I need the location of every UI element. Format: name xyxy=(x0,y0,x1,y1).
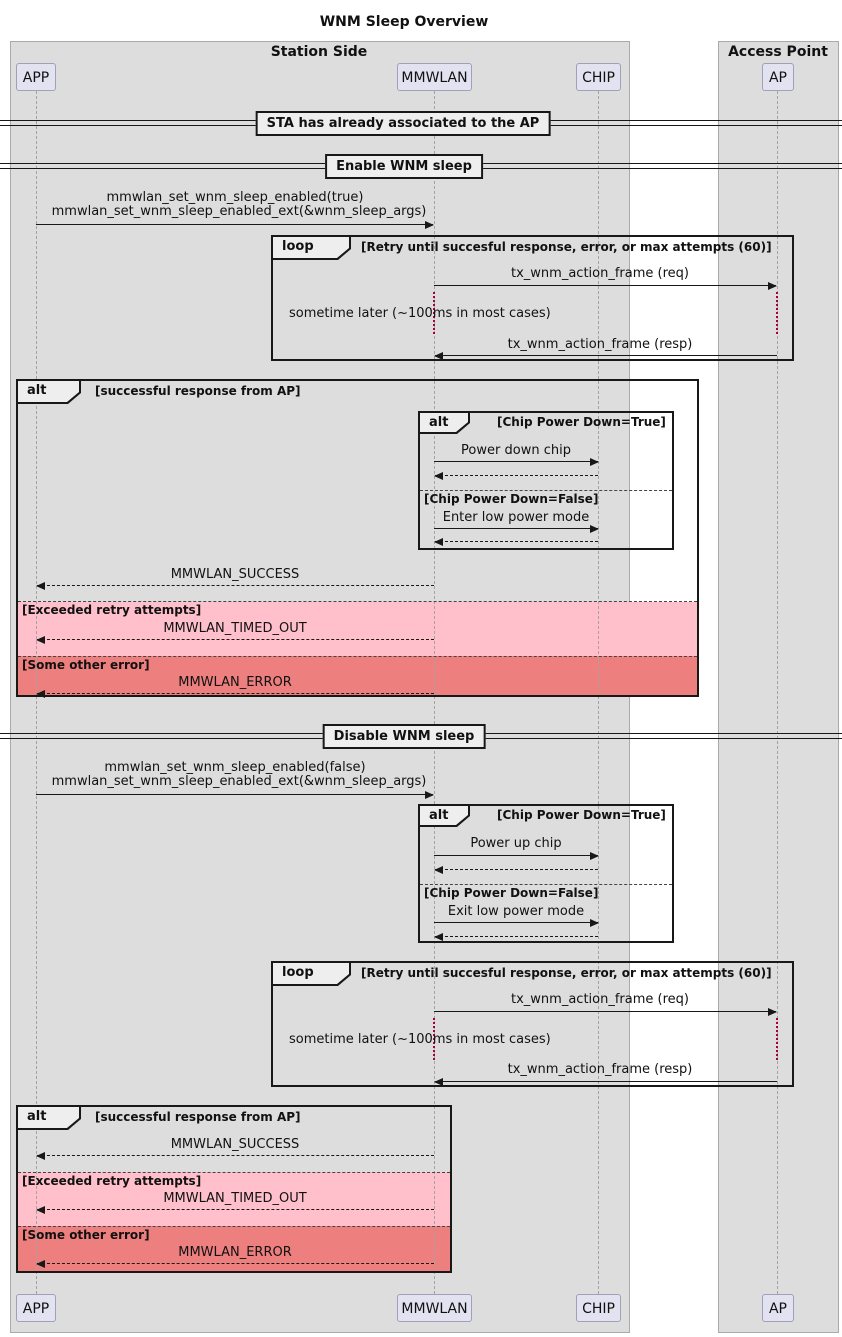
alt-tag: alt xyxy=(420,806,470,827)
alt-condition-chip-false-enable: [Chip Power Down=False] xyxy=(424,492,599,506)
arrow-enter-low-power-return xyxy=(434,537,598,546)
arrow-disable-call xyxy=(36,790,434,799)
alt-divider-chip-false-disable xyxy=(420,884,672,885)
message-success-disable: MMWLAN_SUCCESS xyxy=(170,1137,300,1152)
message-power-down-chip: Power down chip xyxy=(461,443,571,458)
arrow-success-disable xyxy=(36,1151,434,1160)
divider-label-associated: STA has already associated to the AP xyxy=(255,111,551,136)
arrow-exit-low-power-return xyxy=(434,932,598,941)
alt-divider-timeout-enable xyxy=(18,601,697,602)
message-delay-enable: sometime later (~100ms in most cases) xyxy=(289,306,551,321)
participant-ap-top: AP xyxy=(762,63,794,91)
message-error-enable: MMWLAN_ERROR xyxy=(178,675,292,690)
loop-tag: loop xyxy=(273,237,351,260)
access-point-label: Access Point xyxy=(728,44,828,60)
message-tx-req-enable: tx_wnm_action_frame (req) xyxy=(511,266,689,281)
alt-condition-error-enable: [Some other error] xyxy=(22,658,150,672)
message-tx-resp-disable: tx_wnm_action_frame (resp) xyxy=(507,1062,693,1077)
arrow-success-enable xyxy=(36,581,434,590)
delay-dots-mmwlan-disable xyxy=(433,1018,435,1060)
participant-app-bottom: APP xyxy=(16,1294,56,1322)
lifeline-ap xyxy=(777,91,778,1294)
arrow-error-enable xyxy=(36,689,434,698)
arrow-tx-req-disable xyxy=(434,1007,777,1016)
arrow-enable-call xyxy=(36,220,434,229)
access-point-box xyxy=(718,41,839,1333)
message-timed-out-enable: MMWLAN_TIMED_OUT xyxy=(163,621,307,636)
arrow-tx-resp-disable xyxy=(434,1077,777,1086)
arrow-tx-req-enable xyxy=(434,281,777,290)
alt-section-timeout-disable xyxy=(18,1172,450,1226)
message-disable-call-line1: mmwlan_set_wnm_sleep_enabled(false) xyxy=(104,760,366,775)
loop-frame-enable: loop [Retry until succesful response, er… xyxy=(271,235,794,361)
arrow-error-disable xyxy=(36,1259,434,1268)
loop-condition-enable: [Retry until succesful response, error, … xyxy=(361,240,772,254)
arrow-power-up-return xyxy=(434,865,598,874)
alt-condition-timeout-enable: [Exceeded retry attempts] xyxy=(22,603,202,617)
diagram-title: WNM Sleep Overview xyxy=(319,14,489,30)
arrow-exit-low-power xyxy=(434,918,599,927)
arrow-power-down-chip xyxy=(434,457,599,466)
delay-dots-ap-enable xyxy=(776,292,778,334)
message-enable-call-line1: mmwlan_set_wnm_sleep_enabled(true) xyxy=(106,190,364,205)
alt-divider-timeout-disable xyxy=(18,1172,450,1173)
arrow-power-down-return xyxy=(434,471,598,480)
participant-mmwlan-top: MMWLAN xyxy=(397,63,472,91)
divider-label-disable: Disable WNM sleep xyxy=(322,724,486,749)
loop-condition-disable: [Retry until succesful response, error, … xyxy=(361,966,772,980)
alt-condition-success-enable: [successful response from AP] xyxy=(95,384,301,398)
arrow-timed-out-enable xyxy=(36,635,434,644)
participant-chip-top: CHIP xyxy=(576,63,621,91)
alt-condition-success-disable: [successful response from AP] xyxy=(95,1110,301,1124)
alt-divider-error-disable xyxy=(18,1226,450,1227)
message-tx-resp-enable: tx_wnm_action_frame (resp) xyxy=(507,337,693,352)
loop-tag: loop xyxy=(273,963,351,986)
message-enter-low-power: Enter low power mode xyxy=(442,510,590,525)
arrow-enter-low-power xyxy=(434,524,599,533)
delay-dots-ap-disable xyxy=(776,1018,778,1060)
alt-section-error-enable xyxy=(18,656,697,695)
alt-condition-chip-true-disable: [Chip Power Down=True] xyxy=(497,808,666,822)
message-exit-low-power: Exit low power mode xyxy=(447,904,585,919)
alt-frame-disable: alt [successful response from AP] [Excee… xyxy=(16,1105,452,1273)
arrow-power-up-chip xyxy=(434,851,599,860)
arrow-timed-out-disable xyxy=(36,1205,434,1214)
message-delay-disable: sometime later (~100ms in most cases) xyxy=(289,1032,551,1047)
alt-tag: alt xyxy=(420,413,470,434)
message-enable-call-line2: mmwlan_set_wnm_sleep_enabled_ext(&wnm_sl… xyxy=(51,204,427,219)
alt-tag: alt xyxy=(18,1107,81,1130)
alt-condition-timeout-disable: [Exceeded retry attempts] xyxy=(22,1174,202,1188)
message-error-disable: MMWLAN_ERROR xyxy=(178,1245,292,1260)
alt-condition-error-disable: [Some other error] xyxy=(22,1228,150,1242)
alt-condition-chip-true-enable: [Chip Power Down=True] xyxy=(497,415,666,429)
loop-frame-disable: loop [Retry until succesful response, er… xyxy=(271,961,794,1087)
alt-tag: alt xyxy=(18,381,81,404)
alt-divider-error-enable xyxy=(18,656,697,657)
participant-mmwlan-bottom: MMWLAN xyxy=(397,1294,472,1322)
alt-condition-chip-false-disable: [Chip Power Down=False] xyxy=(424,886,599,900)
participant-app-top: APP xyxy=(16,63,56,91)
message-tx-req-disable: tx_wnm_action_frame (req) xyxy=(511,992,689,1007)
lifeline-chip xyxy=(598,91,599,1294)
station-side-label: Station Side xyxy=(270,44,368,60)
arrow-tx-resp-enable xyxy=(434,351,777,360)
participant-ap-bottom: AP xyxy=(762,1294,794,1322)
alt-section-timeout-enable xyxy=(18,602,697,656)
message-power-up-chip: Power up chip xyxy=(470,836,562,851)
delay-dots-mmwlan-enable xyxy=(433,292,435,334)
message-success-enable: MMWLAN_SUCCESS xyxy=(170,567,300,582)
alt-frame-chip-disable: alt [Chip Power Down=True] [Chip Power D… xyxy=(418,804,674,943)
alt-frame-enable: alt [successful response from AP] [Excee… xyxy=(16,379,699,697)
participant-chip-bottom: CHIP xyxy=(576,1294,621,1322)
message-timed-out-disable: MMWLAN_TIMED_OUT xyxy=(163,1191,307,1206)
alt-frame-chip-enable: alt [Chip Power Down=True] [Chip Power D… xyxy=(418,411,674,550)
lifeline-mmwlan xyxy=(434,91,435,1294)
alt-divider-chip-false-enable xyxy=(420,490,672,491)
divider-label-enable: Enable WNM sleep xyxy=(325,154,483,179)
message-disable-call-line2: mmwlan_set_wnm_sleep_enabled_ext(&wnm_sl… xyxy=(51,774,427,789)
